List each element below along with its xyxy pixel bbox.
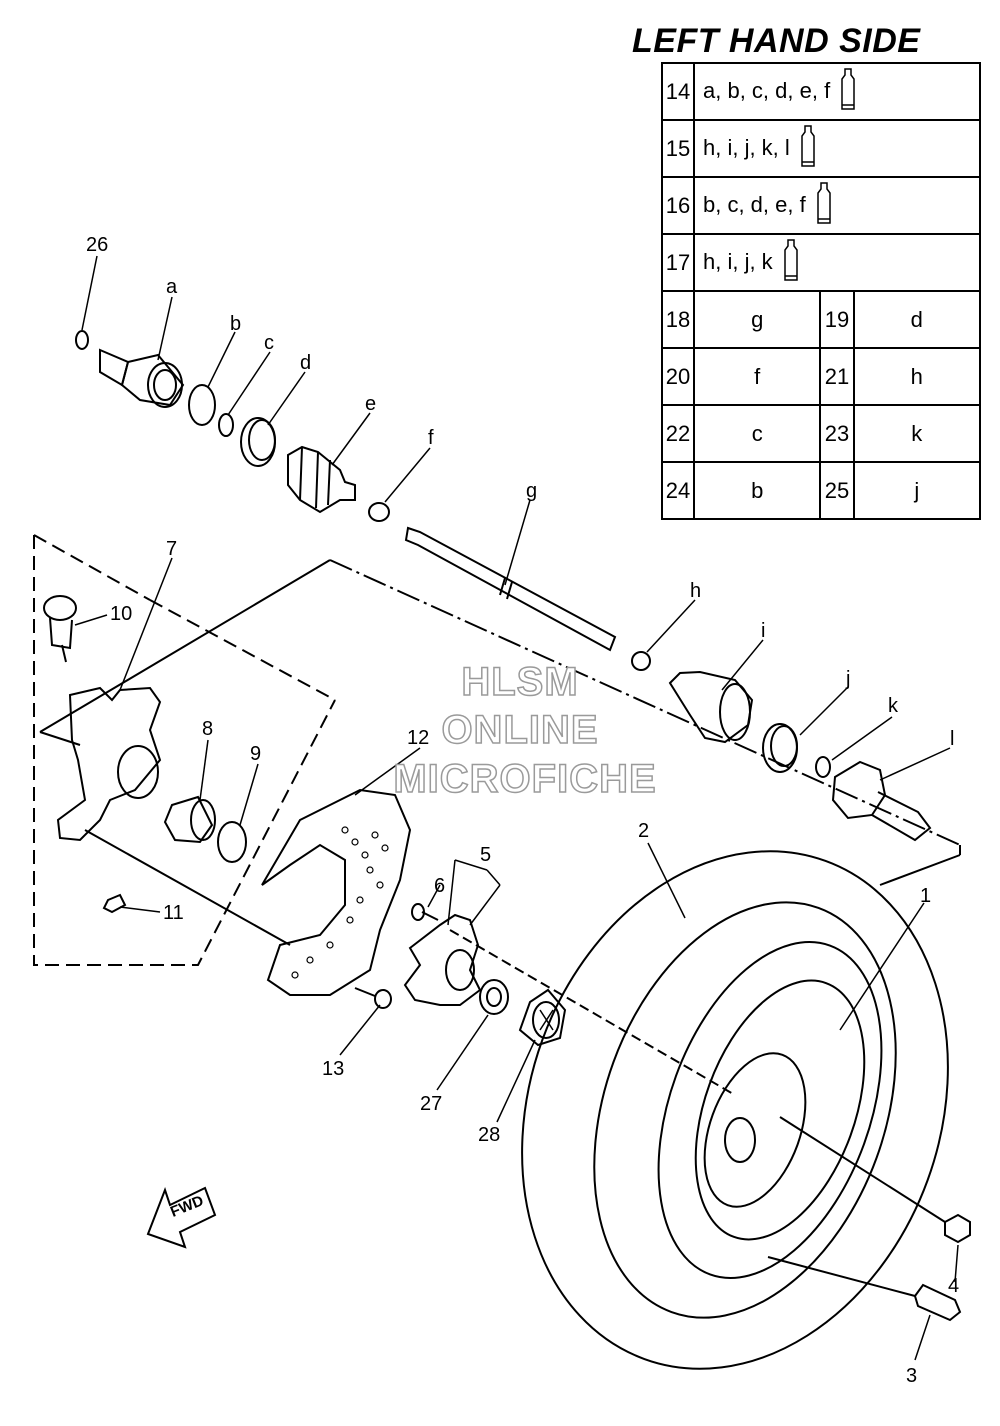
part-label: i <box>761 620 766 642</box>
legend-parts: b, c, d, e, f <box>693 176 981 235</box>
grease-tube-icon <box>840 67 856 117</box>
legend-parts: h, i, j, k, l <box>693 119 981 178</box>
part-label: 12 <box>407 727 430 749</box>
legend-num: 19 <box>819 290 855 349</box>
band-j <box>762 723 798 773</box>
watermark-line: ONLINE <box>441 707 599 753</box>
wheel-nut-4 <box>944 1213 971 1244</box>
legend-num: 15 <box>661 119 695 178</box>
clip-f <box>368 502 390 522</box>
part-label: 3 <box>906 1365 918 1387</box>
bolt-6 <box>411 903 439 921</box>
legend-value: g <box>692 290 822 349</box>
part-label: c <box>264 332 274 354</box>
knuckle-group-outline <box>33 535 336 966</box>
clip-c <box>218 413 234 437</box>
part-label: e <box>365 393 377 415</box>
legend-row: 14 a, b, c, d, e, f <box>661 62 981 121</box>
cv-joint-a <box>99 348 185 408</box>
nut-27 <box>479 979 509 1015</box>
part-label: 6 <box>434 875 446 897</box>
legend-row: 22 c 23 k <box>661 404 982 463</box>
part-label: 27 <box>420 1093 443 1115</box>
legend-table: 14 a, b, c, d, e, f 15 h, i, j, k, l 16 … <box>661 62 982 520</box>
band-d <box>240 417 276 467</box>
legend-row: 18 g 19 d <box>661 290 982 349</box>
part-label: 13 <box>322 1058 345 1080</box>
legend-value: d <box>852 290 982 349</box>
part-label: 26 <box>86 234 109 256</box>
ball-joint-10 <box>43 595 77 663</box>
cv-joint-l <box>831 760 932 842</box>
legend-row: 24 b 25 j <box>661 461 982 520</box>
legend-num: 24 <box>661 461 695 520</box>
legend-value: k <box>852 404 982 463</box>
boot-i <box>668 670 754 744</box>
part-label: k <box>888 695 898 717</box>
part-label: 10 <box>110 603 133 625</box>
legend-value: b <box>692 461 822 520</box>
drive-shaft-g <box>404 526 617 652</box>
circlip-26 <box>75 330 89 350</box>
steering-knuckle <box>56 686 162 842</box>
legend-num: 18 <box>661 290 695 349</box>
legend-num: 25 <box>819 461 855 520</box>
bearing-8 <box>163 795 216 844</box>
legend-num: 21 <box>819 347 855 406</box>
clip-11 <box>102 893 127 914</box>
part-label: 11 <box>163 902 184 924</box>
part-label: j <box>846 668 851 690</box>
legend-num: 16 <box>661 176 695 235</box>
part-label: 1 <box>920 885 932 907</box>
legend-value: j <box>852 461 982 520</box>
brake-guard-12 <box>261 788 412 996</box>
valve-3 <box>913 1283 962 1322</box>
part-label: 5 <box>480 844 492 866</box>
legend-num: 23 <box>819 404 855 463</box>
part-label: f <box>428 427 434 449</box>
diagram-title: LEFT HAND SIDE <box>632 22 921 60</box>
part-label: d <box>300 352 312 374</box>
legend-value: c <box>692 404 822 463</box>
ring-b <box>188 384 216 426</box>
watermark-line: HLSM <box>461 659 579 705</box>
wheel-assembly <box>521 850 949 1370</box>
legend-parts: a, b, c, d, e, f <box>693 62 981 121</box>
part-label: 8 <box>202 718 214 740</box>
hub-5 <box>403 913 482 1006</box>
legend-value: f <box>692 347 822 406</box>
clip-k <box>815 756 831 778</box>
grease-tube-icon <box>816 181 832 231</box>
part-label: 9 <box>250 743 262 765</box>
grease-tube-icon <box>800 124 816 174</box>
part-label: 28 <box>478 1124 501 1146</box>
part-label: 7 <box>166 538 178 560</box>
boot-e <box>287 445 356 514</box>
part-label: a <box>166 276 178 298</box>
cap-28 <box>518 988 567 1047</box>
clip-h <box>631 651 651 671</box>
legend-value: h <box>852 347 982 406</box>
part-label: 4 <box>948 1275 960 1297</box>
circlip-9 <box>217 821 247 863</box>
part-label: 2 <box>638 820 650 842</box>
legend-row: 16 b, c, d, e, f <box>661 176 981 235</box>
bolt-13 <box>354 987 392 1009</box>
fwd-arrow <box>146 1186 217 1249</box>
part-label: b <box>230 313 242 335</box>
legend-row: 17 h, i, j, k <box>661 233 981 292</box>
legend-row: 20 f 21 h <box>661 347 982 406</box>
legend-parts: h, i, j, k <box>693 233 981 292</box>
part-label: g <box>526 480 538 502</box>
legend-row: 15 h, i, j, k, l <box>661 119 981 178</box>
part-label: h <box>690 580 702 602</box>
legend-num: 17 <box>661 233 695 292</box>
part-label: l <box>950 728 955 750</box>
grease-tube-icon <box>783 238 799 288</box>
watermark-line: MICROFICHE <box>393 756 657 802</box>
legend-num: 20 <box>661 347 695 406</box>
legend-num: 22 <box>661 404 695 463</box>
legend-num: 14 <box>661 62 695 121</box>
